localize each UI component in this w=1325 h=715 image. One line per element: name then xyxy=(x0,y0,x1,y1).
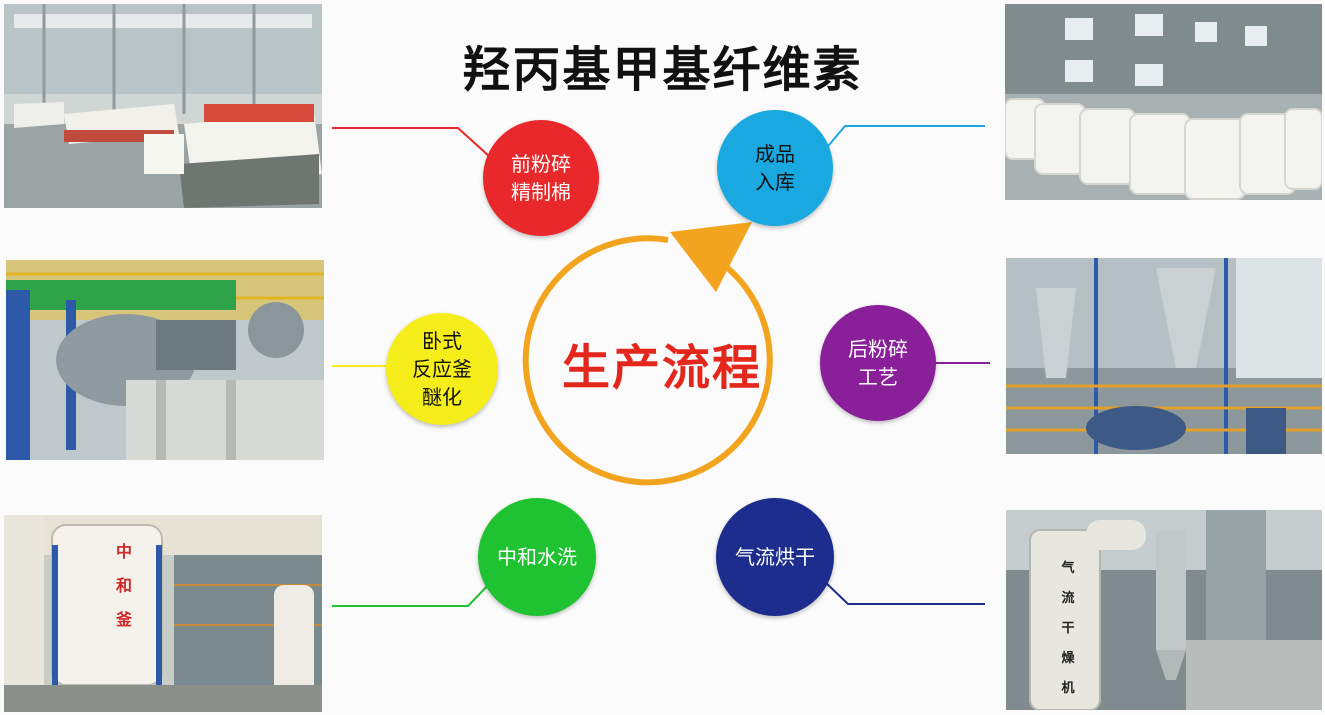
photo-warehouse-storage xyxy=(1005,4,1322,200)
step-reactor: 卧式 反应釜 醚化 xyxy=(386,313,498,425)
dryer-char-1: 气 xyxy=(1061,560,1074,576)
tank-char-2: 和 xyxy=(116,576,132,595)
step-reactor-line-2: 反应釜 xyxy=(412,357,472,381)
dryer-char-5: 机 xyxy=(1061,680,1074,696)
photo-flash-drying: 气 流 干 燥 机 xyxy=(1006,510,1322,710)
ring-arrowhead xyxy=(670,222,752,292)
step-storage: 成品 入库 xyxy=(717,110,833,226)
step-post-crush-line-2: 工艺 xyxy=(858,365,898,389)
step-pre-crush-line-2: 精制棉 xyxy=(511,180,571,204)
connector-dry xyxy=(822,579,985,605)
step-wash-line-1: 中和水洗 xyxy=(497,545,577,569)
step-storage-line-1: 成品 xyxy=(755,142,795,166)
tank-char-1: 中 xyxy=(116,542,132,561)
dryer-char-4: 燥 xyxy=(1061,650,1075,666)
step-dry-line-1: 气流烘干 xyxy=(735,545,815,569)
process-ring xyxy=(522,235,773,486)
photo-cotton-crushing xyxy=(4,4,322,208)
dryer-char-2: 流 xyxy=(1061,590,1074,606)
step-dry: 气流烘干 xyxy=(716,498,834,616)
tank-char-3: 釜 xyxy=(115,610,133,629)
step-wash: 中和水洗 xyxy=(478,498,596,616)
photo-neutralization-wash: 中 和 釜 xyxy=(4,515,322,712)
photo-etherification-reactor xyxy=(6,260,324,460)
step-storage-line-2: 入库 xyxy=(755,170,795,194)
dryer-char-3: 干 xyxy=(1061,621,1074,636)
center-label: 生产流程 xyxy=(561,340,762,396)
step-pre-crush: 前粉碎 精制棉 xyxy=(483,120,599,236)
photo-post-crushing xyxy=(1006,258,1322,454)
step-pre-crush-line-1: 前粉碎 xyxy=(511,152,571,176)
step-reactor-line-3: 醚化 xyxy=(422,385,462,409)
page-title: 羟丙基甲基纤维素 xyxy=(462,42,863,98)
connector-pre-crush xyxy=(332,127,491,158)
step-post-crush-line-1: 后粉碎 xyxy=(848,337,908,361)
connector-storage xyxy=(817,125,985,159)
step-reactor-line-1: 卧式 xyxy=(422,329,462,353)
connector-wash xyxy=(332,579,494,607)
step-post-crush: 后粉碎 工艺 xyxy=(820,305,936,421)
